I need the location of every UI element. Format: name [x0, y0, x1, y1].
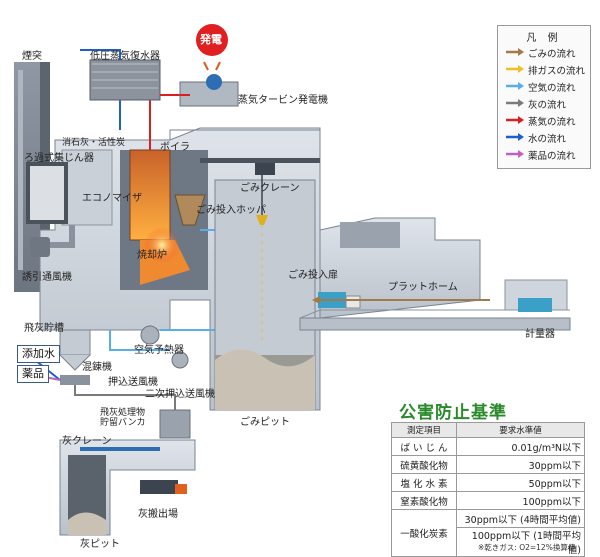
- secondary-fan-label: 二次押込送風機: [145, 389, 215, 400]
- condenser-label: 低圧蒸気復水器: [90, 51, 160, 62]
- row-value: 100ppm以下: [456, 491, 585, 510]
- fly-ash-tank-label: 飛灰貯槽: [24, 323, 64, 334]
- legend: 凡 例 ごみの流れ 排ガスの流れ 空気の流れ 灰の流れ 蒸気の流れ 水の流れ 薬…: [497, 25, 591, 169]
- standards-table: 測定項目 要求水準値 ば い じ ん 0.01g/m³N以下 硫黄酸化物 30p…: [391, 422, 585, 557]
- standards-note: ※乾きガス: O2=12%換算値: [478, 543, 576, 552]
- row-item: 窒素酸化物: [391, 491, 457, 510]
- ash-pit: [59, 439, 196, 536]
- kneader-label: 混錬機: [82, 362, 112, 373]
- legend-label: 空気の流れ: [528, 83, 576, 94]
- row-item: ば い じ ん: [391, 437, 457, 456]
- scale-label: 計量器: [525, 329, 555, 340]
- condenser: [89, 59, 161, 101]
- boiler-label: ボイラ: [160, 142, 190, 153]
- header-value: 要求水準値: [456, 422, 585, 438]
- fly-ash-area: [34, 325, 191, 439]
- ash-crane-label: 灰クレーン: [62, 436, 112, 447]
- main-building: [26, 49, 321, 411]
- chemical-label: 薬品: [17, 365, 49, 384]
- power-label: 発電: [200, 33, 222, 46]
- row-value: 30ppm以下 (4時間平均値): [456, 509, 585, 528]
- row-item: 一酸化炭素: [391, 509, 457, 557]
- garbage-pit-label: ごみピット: [240, 417, 290, 428]
- table-row: 窒素酸化物 100ppm以下: [391, 491, 585, 510]
- ash-pit-label: 灰ピット: [80, 539, 120, 550]
- ash-out-label: 灰搬出場: [138, 509, 178, 520]
- header-item: 測定項目: [391, 422, 457, 438]
- table-row: 一酸化炭素 30ppm以下 (4時間平均値): [391, 509, 585, 557]
- legend-label: ごみの流れ: [528, 49, 576, 60]
- table-row: 塩 化 水 素 50ppm以下: [391, 473, 585, 492]
- fly-ash-bunker-label: 飛灰処理物 貯留バンカ: [100, 408, 146, 429]
- legend-label: 薬品の流れ: [528, 151, 576, 162]
- legend-label: 排ガスの流れ: [528, 66, 586, 77]
- power-icon: [196, 24, 228, 56]
- legend-label: 灰の流れ: [528, 100, 567, 111]
- hopper-label: ごみ投入ホッパ: [196, 205, 266, 216]
- induced-fan-label: 誘引通風機: [22, 272, 72, 283]
- turbine-label: 蒸気タービン発電機: [238, 95, 328, 106]
- legend-label: 水の流れ: [528, 134, 567, 145]
- legend-title: 凡 例: [526, 33, 562, 44]
- garbage-flow: [312, 296, 490, 304]
- platform-building: [299, 217, 571, 331]
- standards-title: 公害防止基準: [399, 403, 507, 423]
- row-item: 硫黄酸化物: [391, 455, 457, 474]
- row-item: 塩 化 水 素: [391, 473, 457, 492]
- slaked-lime-label: 消石灰・活性炭: [62, 138, 126, 148]
- additive-label: 添加水: [17, 345, 60, 364]
- chimney-label: 煙突: [22, 51, 42, 62]
- bag-filter-label: ろ過式集じん器: [24, 153, 94, 164]
- economizer-label: エコノマイザ: [82, 193, 142, 204]
- platform-label: プラットホーム: [388, 282, 458, 293]
- push-fan-label: 押込送風機: [108, 377, 158, 388]
- turbine-generator: [179, 24, 239, 107]
- air-preheater-label: 空気予熱器: [134, 345, 184, 356]
- table-row: ば い じ ん 0.01g/m³N以下: [391, 437, 585, 456]
- table-header-row: 測定項目 要求水準値: [391, 422, 585, 438]
- door-label: ごみ投入扉: [288, 270, 338, 281]
- legend-label: 蒸気の流れ: [528, 117, 576, 128]
- table-row: 硫黄酸化物 30ppm以下: [391, 455, 585, 474]
- crane-label: ごみクレーン: [240, 183, 300, 194]
- row-value: 30ppm以下: [456, 455, 585, 474]
- row-value: 50ppm以下: [456, 473, 585, 492]
- incinerator-label: 焼却炉: [137, 250, 167, 261]
- row-value: 0.01g/m³N以下: [456, 437, 585, 456]
